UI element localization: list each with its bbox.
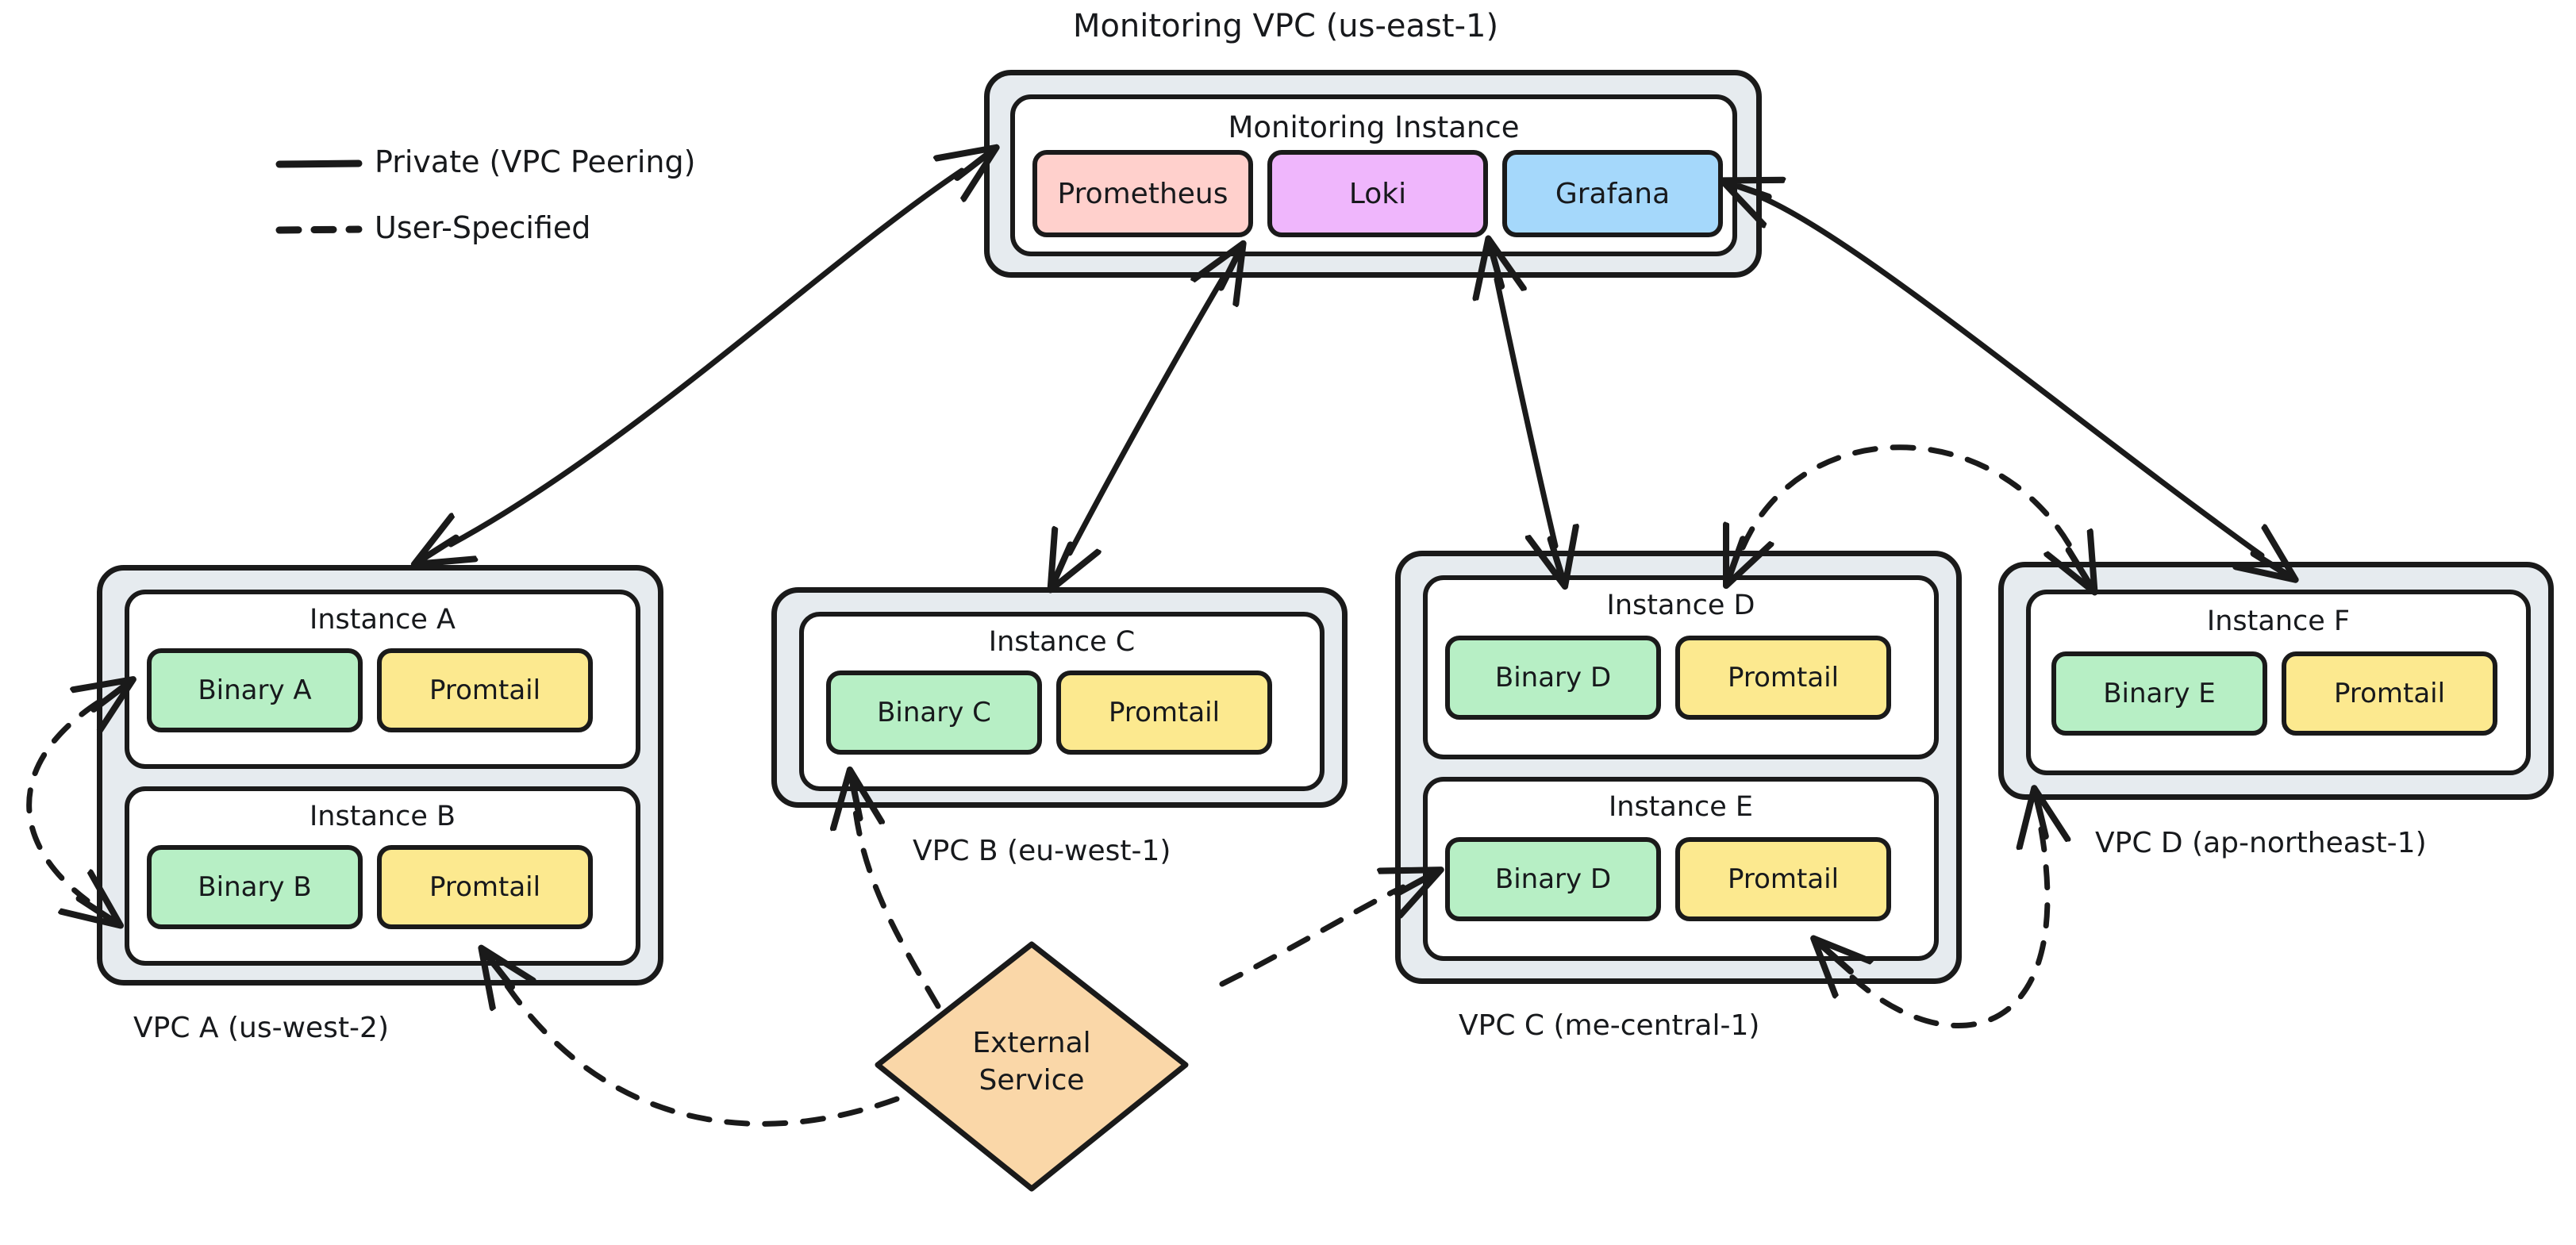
service-promtail-f[interactable]: Promtail (2282, 651, 2497, 736)
service-promtail-a[interactable]: Promtail (377, 648, 593, 732)
instance-d[interactable]: Instance D Binary D Promtail (1423, 575, 1939, 759)
legend-solid-sample (275, 159, 363, 168)
instance-e-title: Instance E (1608, 791, 1754, 823)
service-binary-d[interactable]: Binary D (1445, 636, 1661, 720)
service-grafana[interactable]: Grafana (1502, 150, 1723, 237)
vpc-a[interactable]: Instance A Binary A Promtail Instance B … (97, 565, 663, 986)
vpc-b[interactable]: Instance C Binary C Promtail (771, 587, 1348, 808)
service-prometheus[interactable]: Prometheus (1032, 150, 1253, 237)
connector-instance-a-instance-b (26, 702, 98, 901)
connector-vpc-c-monitoring (1497, 279, 1555, 546)
external-service-shape (875, 941, 1189, 1192)
instance-c[interactable]: Instance C Binary C Promtail (799, 612, 1325, 791)
vpc-d-caption: VPC D (ap-northeast-1) (2095, 827, 2427, 859)
instance-f-title: Instance F (2206, 605, 2351, 637)
service-promtail-d[interactable]: Promtail (1675, 636, 1891, 720)
connector-external-vpc-a (505, 982, 900, 1127)
connector-vpc-d-monitoring (1760, 197, 2262, 555)
legend-item-user-specified-label: User-Specified (375, 210, 591, 245)
page-title: Monitoring VPC (us-east-1) (1072, 8, 1499, 44)
instance-f[interactable]: Instance F Binary E Promtail (2026, 590, 2531, 775)
service-binary-e[interactable]: Binary E (2051, 651, 2267, 736)
service-binary-b[interactable]: Binary B (147, 845, 363, 929)
service-binary-e-node[interactable]: Binary D (1445, 837, 1661, 921)
instance-e[interactable]: Instance E Binary D Promtail (1423, 777, 1939, 961)
instance-monitoring-title: Monitoring Instance (1228, 110, 1520, 144)
vpc-b-caption: VPC B (eu-west-1) (913, 835, 1171, 867)
instance-c-title: Instance C (988, 626, 1136, 658)
vpc-c[interactable]: Instance D Binary D Promtail Instance E … (1395, 551, 1962, 984)
service-promtail-c[interactable]: Promtail (1056, 671, 1272, 755)
vpc-a-caption: VPC A (us-west-2) (133, 1012, 389, 1044)
vpc-monitoring[interactable]: Monitoring Instance Prometheus Loki Graf… (984, 70, 1762, 278)
instance-b[interactable]: Instance B Binary B Promtail (125, 786, 640, 966)
service-promtail-b[interactable]: Promtail (377, 845, 593, 929)
legend-dashed-sample (275, 225, 363, 234)
instance-d-title: Instance D (1606, 590, 1755, 621)
connector-vpc-b-monitoring (1070, 279, 1222, 553)
legend-item-private-label: Private (VPC Peering) (375, 144, 696, 179)
instance-monitoring[interactable]: Monitoring Instance Prometheus Loki Graf… (1010, 94, 1737, 256)
external-service-node[interactable]: External Service (865, 936, 1198, 1198)
connector-external-vpc-c (1219, 887, 1403, 987)
service-promtail-e[interactable]: Promtail (1675, 837, 1891, 921)
instance-a-title: Instance A (310, 604, 456, 636)
service-binary-c[interactable]: Binary C (826, 671, 1042, 755)
service-loki[interactable]: Loki (1267, 150, 1488, 237)
instance-b-title: Instance B (309, 801, 456, 832)
service-binary-a[interactable]: Binary A (147, 648, 363, 732)
vpc-c-caption: VPC C (me-central-1) (1459, 1009, 1760, 1042)
connector-vpc-c-vpc-d-top (1743, 444, 2075, 555)
instance-a[interactable]: Instance A Binary A Promtail (125, 590, 640, 769)
vpc-d[interactable]: Instance F Binary E Promtail (1998, 562, 2554, 800)
